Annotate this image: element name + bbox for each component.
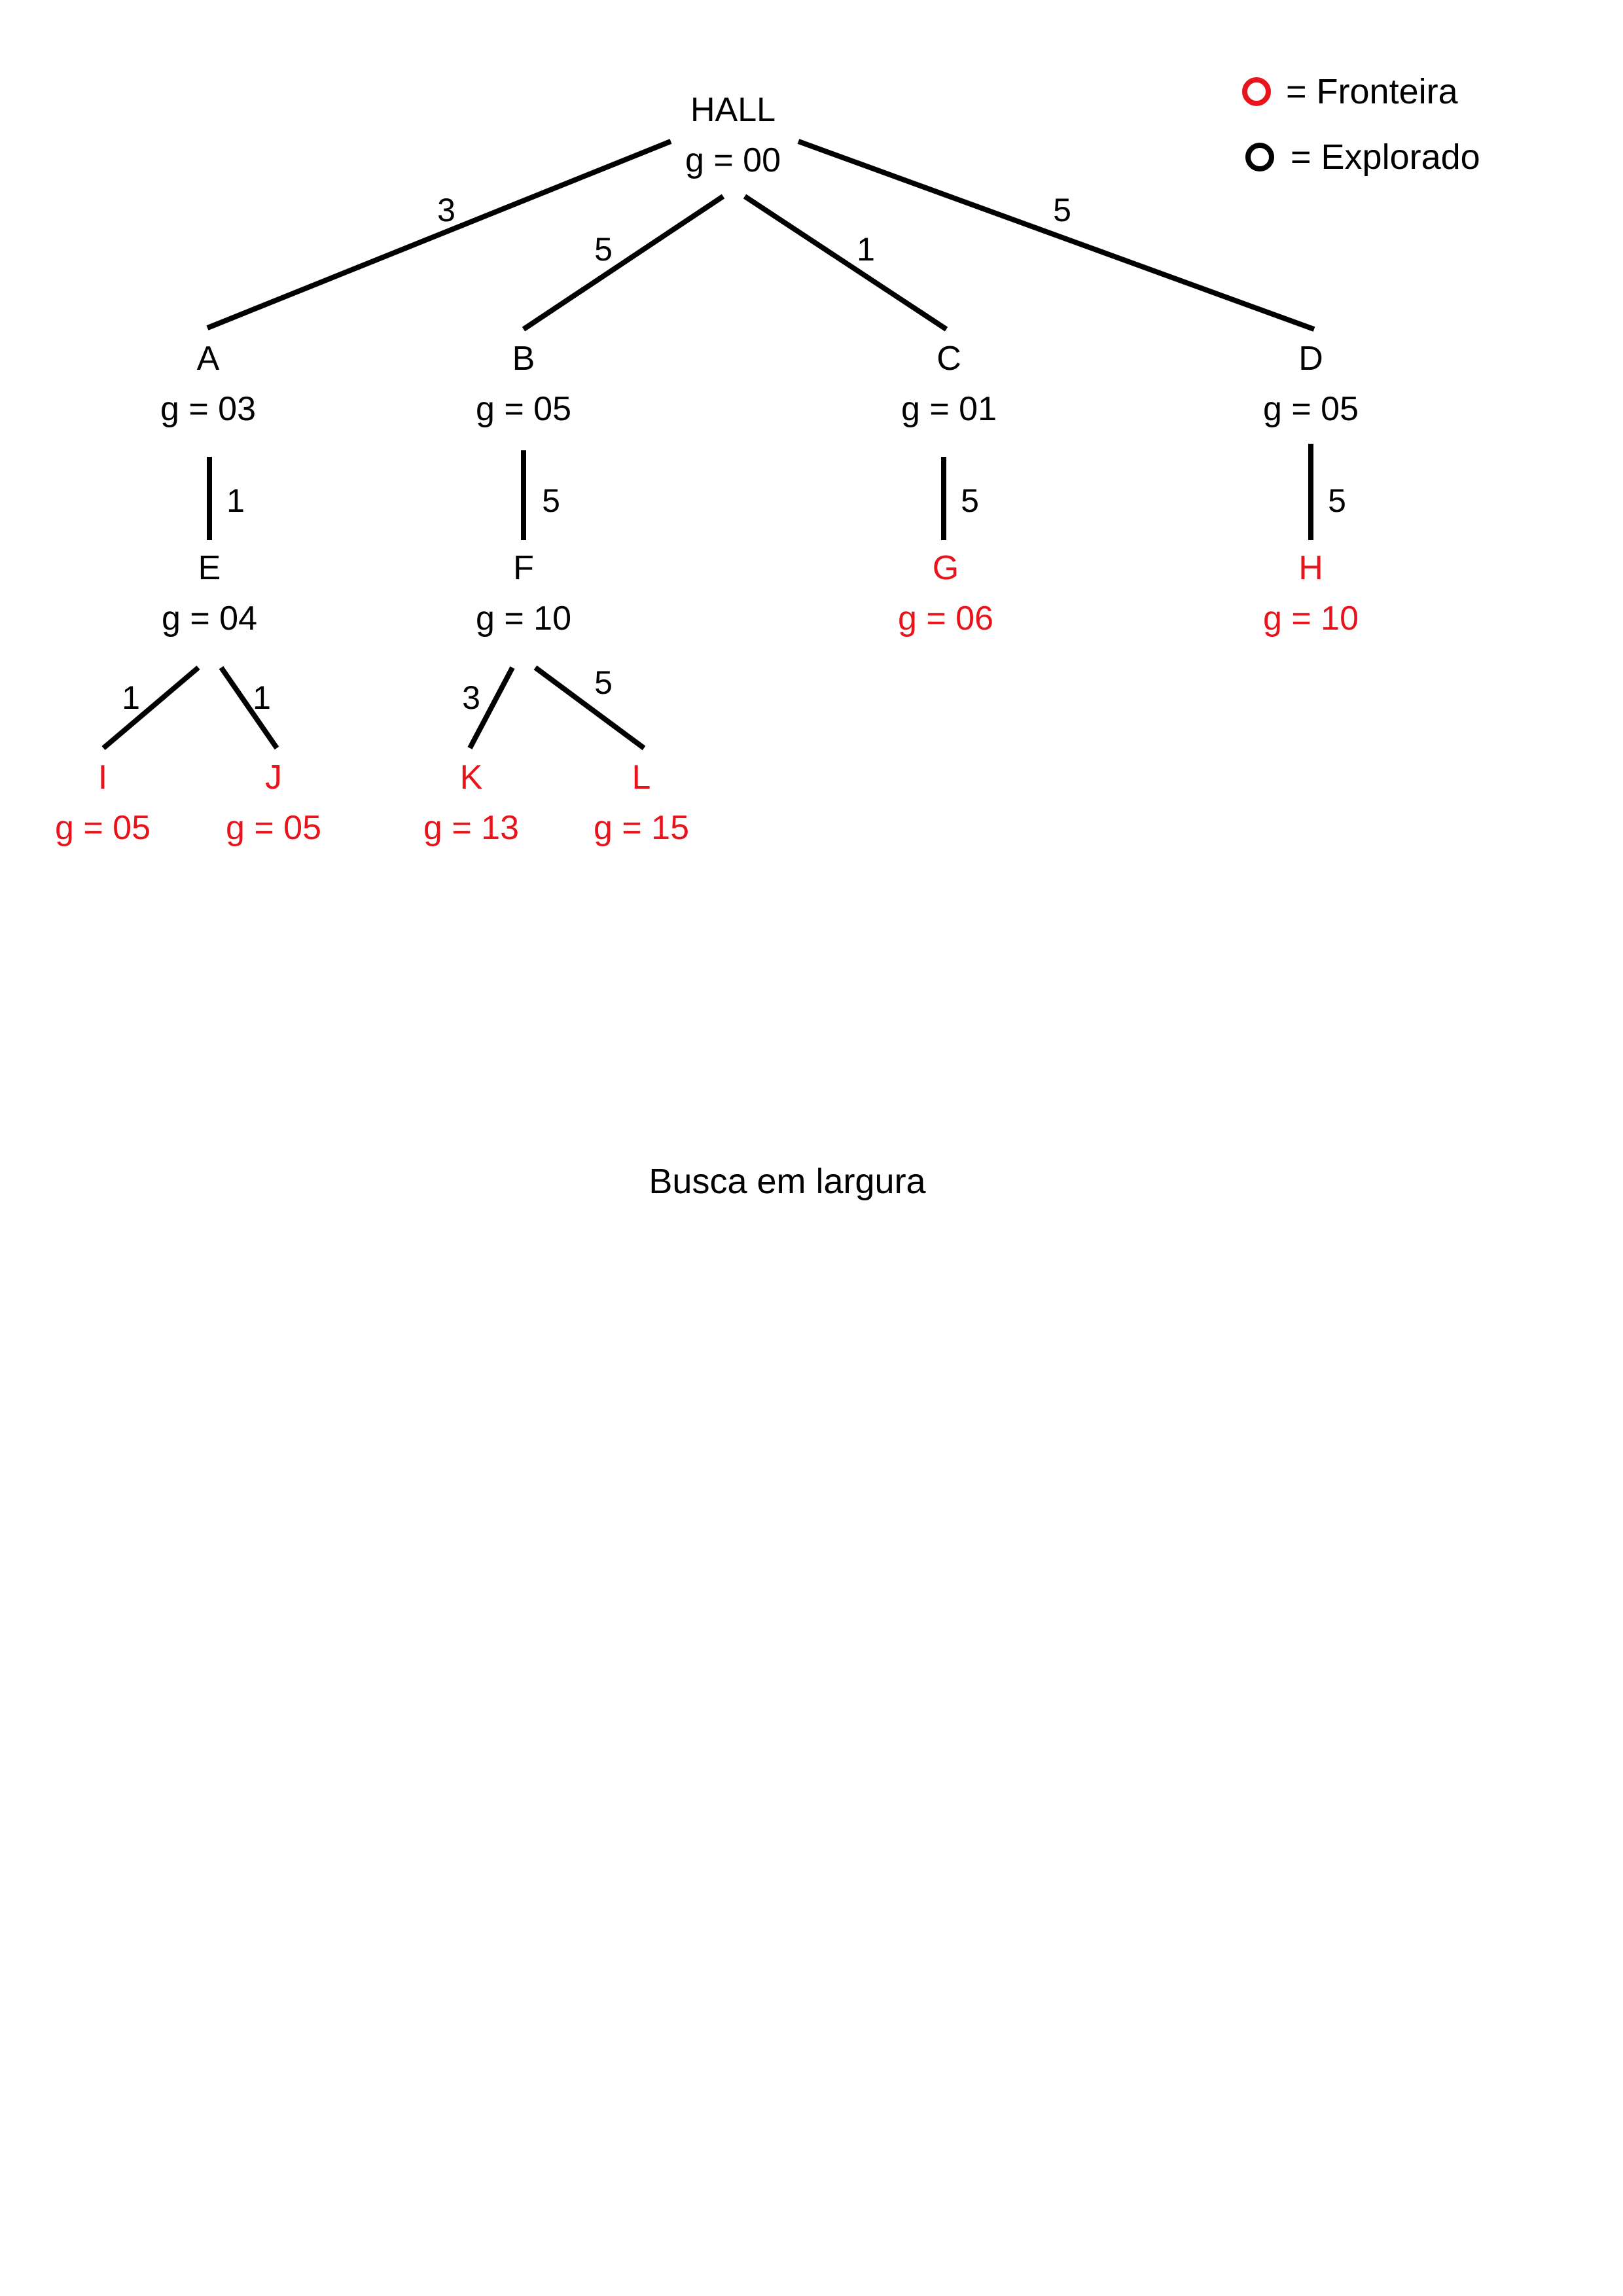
edge-e-j <box>219 666 279 750</box>
nodes-layer: HALL g = 00 Ag = 03 Bg = 05 Cg = 01 Dg = 05 Eg… <box>55 91 1359 847</box>
node-cost-j: g = 05 <box>226 809 321 847</box>
node-cost-hall: g = 00 <box>685 141 781 179</box>
node-cost-c: g = 01 <box>901 390 997 428</box>
node-f: Fg = 10 <box>476 549 571 637</box>
edges-layer: 3 5 1 5 1 5 5 5 1 1 3 5 <box>101 139 1346 751</box>
node-name-j: J <box>265 759 282 797</box>
node-cost-e: g = 04 <box>162 600 257 637</box>
edge-e-i <box>101 665 200 751</box>
node-cost-d: g = 05 <box>1263 390 1359 428</box>
node-name-i: I <box>98 759 107 797</box>
node-cost-a: g = 03 <box>160 390 256 428</box>
edge-cost-hall-d: 5 <box>1053 192 1071 228</box>
node-name-e: E <box>198 549 221 587</box>
node-name-b: B <box>512 340 535 378</box>
frontier-legend-icon <box>1242 77 1271 106</box>
node-g: Gg = 06 <box>898 549 993 637</box>
edge-hall-c <box>743 194 948 332</box>
node-name-hall: HALL <box>690 91 776 129</box>
edge-hall-a <box>206 139 672 331</box>
edge-cost-b-f: 5 <box>542 482 560 519</box>
node-d: Dg = 05 <box>1263 340 1359 428</box>
edge-cost-f-k: 3 <box>462 679 480 716</box>
edge-cost-c-g: 5 <box>961 482 979 519</box>
node-cost-l: g = 15 <box>594 809 689 847</box>
node-e: Eg = 04 <box>162 549 257 637</box>
node-a: Ag = 03 <box>160 340 256 428</box>
node-i: Ig = 05 <box>55 759 151 847</box>
node-k: Kg = 13 <box>423 759 519 847</box>
explored-legend-icon <box>1245 143 1274 171</box>
node-hall: HALL g = 00 <box>685 91 781 179</box>
node-name-f: F <box>513 549 534 587</box>
node-j: Jg = 05 <box>226 759 321 847</box>
edge-cost-hall-c: 1 <box>857 231 875 268</box>
node-name-c: C <box>936 340 961 378</box>
edge-hall-d <box>797 139 1315 332</box>
edge-cost-hall-b: 5 <box>594 231 613 268</box>
edge-cost-e-i: 1 <box>122 679 140 716</box>
edge-cost-a-e: 1 <box>226 482 245 519</box>
node-name-a: A <box>197 340 220 378</box>
node-cost-h: g = 10 <box>1263 600 1359 637</box>
frontier-legend-label: = Fronteira <box>1286 72 1459 111</box>
edge-f-k <box>467 666 515 749</box>
edge-cost-d-h: 5 <box>1328 482 1346 519</box>
node-name-l: L <box>632 759 651 797</box>
diagram-caption: Busca em largura <box>649 1162 926 1201</box>
node-name-k: K <box>460 759 483 797</box>
legend: = Fronteira = Explorado <box>1242 72 1480 177</box>
node-b: Bg = 05 <box>476 340 571 428</box>
edge-hall-b <box>522 194 725 332</box>
edge-cost-hall-a: 3 <box>437 192 455 228</box>
node-name-h: H <box>1298 549 1323 587</box>
node-name-g: G <box>933 549 959 587</box>
edge-cost-e-j: 1 <box>253 679 271 716</box>
node-h: Hg = 10 <box>1263 549 1359 637</box>
node-name-d: D <box>1298 340 1323 378</box>
explored-legend-label: = Explorado <box>1291 137 1480 177</box>
node-cost-b: g = 05 <box>476 390 571 428</box>
edge-f-l <box>533 665 646 751</box>
node-cost-g: g = 06 <box>898 600 993 637</box>
node-cost-f: g = 10 <box>476 600 571 637</box>
node-l: Lg = 15 <box>594 759 689 847</box>
node-cost-k: g = 13 <box>423 809 519 847</box>
node-c: Cg = 01 <box>901 340 997 428</box>
edge-cost-f-l: 5 <box>594 664 613 701</box>
node-cost-i: g = 05 <box>55 809 151 847</box>
